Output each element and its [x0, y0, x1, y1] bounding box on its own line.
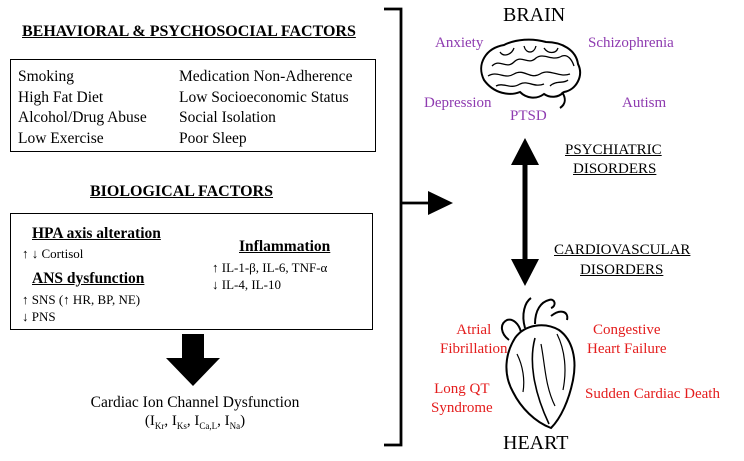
- behavioral-right-list: Medication Non-Adherence Low Socioeconom…: [179, 67, 352, 149]
- heart-disorder-chf: Congestive Heart Failure: [587, 322, 667, 357]
- behavioral-title: BEHAVIORAL & PSYCHOSOCIAL FACTORS: [22, 23, 356, 40]
- heart-disorder-afib: Atrial Fibrillation: [440, 322, 508, 357]
- behavioral-item: Social Isolation: [179, 109, 276, 126]
- current-ks: IKs: [171, 413, 187, 431]
- right-arrow-icon: [428, 191, 453, 215]
- heart-title: HEART: [503, 432, 569, 454]
- brain-disorder-ptsd: PTSD: [510, 108, 547, 124]
- hpa-line: ↑ ↓ Cortisol: [22, 246, 84, 261]
- behavioral-item: Smoking: [18, 68, 74, 85]
- cardiovascular-label-1: CARDIOVASCULAR: [554, 242, 691, 258]
- ans-title: ANS dysfunction: [32, 270, 145, 287]
- behavioral-item: Low Exercise: [18, 129, 104, 147]
- biological-title: BIOLOGICAL FACTORS: [90, 183, 274, 200]
- brain-disorder-schizophrenia: Schizophrenia: [588, 35, 674, 51]
- heart-icon: [501, 297, 576, 430]
- brain-icon: [480, 38, 582, 109]
- behavioral-item: Poor Sleep: [179, 129, 247, 147]
- ans-line-2: ↓ PNS: [22, 309, 56, 324]
- heart-disorder-long-qt: Long QT Syndrome: [431, 381, 493, 416]
- behavioral-left-list: Smoking High Fat Diet Alcohol/Drug Abuse…: [18, 67, 147, 149]
- current-cal: ICa,L: [194, 413, 218, 431]
- behavioral-item: High Fat Diet: [18, 88, 104, 106]
- hpa-title: HPA axis alteration: [32, 225, 161, 242]
- bidirectional-arrow-icon: [511, 138, 539, 286]
- behavioral-box: Smoking High Fat Diet Alcohol/Drug Abuse…: [10, 59, 376, 152]
- psychiatric-label-2: DISORDERS: [573, 161, 657, 177]
- current-na: INa: [224, 413, 241, 431]
- ion-currents: (IKr, IKs, ICa,L, INa): [144, 413, 246, 431]
- behavioral-item: Low Socioeconomic Status: [179, 88, 349, 106]
- ans-line-1: ↑ SNS (↑ HR, BP, NE): [22, 292, 141, 307]
- behavioral-item: Medication Non-Adherence: [179, 68, 353, 85]
- inflammation-line-1: ↑ IL-1-β, IL-6, TNF-α: [212, 260, 328, 275]
- down-arrow-icon: [166, 334, 220, 386]
- inflammation-title: Inflammation: [239, 238, 331, 255]
- inflammation-line-2: ↓ IL-4, IL-10: [212, 277, 281, 292]
- heart-disorder-scd: Sudden Cardiac Death: [585, 386, 720, 402]
- current-kr: IKr: [149, 413, 165, 431]
- brain-disorder-depression: Depression: [424, 95, 492, 111]
- brain-disorder-anxiety: Anxiety: [435, 35, 484, 51]
- behavioral-item: Alcohol/Drug Abuse: [18, 109, 147, 126]
- biological-box: HPA axis alteration ↑ ↓ Cortisol ANS dys…: [10, 213, 373, 330]
- brain-title: BRAIN: [503, 4, 566, 26]
- cardiovascular-label-2: DISORDERS: [580, 262, 664, 278]
- psychiatric-label-1: PSYCHIATRIC: [565, 142, 662, 158]
- ion-channel-title: Cardiac Ion Channel Dysfunction: [90, 394, 300, 411]
- brain-disorder-autism: Autism: [622, 95, 667, 111]
- bracket-connector: [384, 7, 453, 447]
